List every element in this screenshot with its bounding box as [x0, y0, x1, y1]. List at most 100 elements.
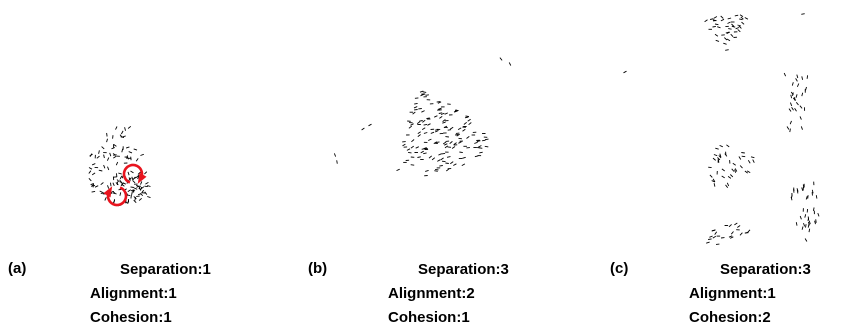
agent: [458, 141, 462, 144]
agent: [147, 196, 151, 199]
agent: [127, 171, 130, 176]
agent: [731, 168, 735, 172]
agent: [803, 222, 806, 227]
rotation-arrow-icon: [103, 186, 128, 207]
agent: [746, 170, 751, 173]
agent: [444, 143, 448, 146]
agent: [453, 142, 457, 145]
agent: [712, 235, 717, 239]
agent: [801, 76, 804, 80]
agent: [799, 215, 802, 220]
panel-a-alignment-label: Alignment:1: [90, 285, 177, 302]
agent: [435, 130, 439, 133]
agent: [131, 191, 133, 196]
agent: [121, 148, 124, 153]
agent: [717, 159, 720, 163]
agent: [474, 141, 478, 144]
agent: [127, 189, 132, 192]
agent: [484, 145, 489, 148]
agent: [130, 186, 134, 188]
agent: [726, 31, 731, 35]
agent: [806, 75, 809, 79]
agent: [112, 182, 115, 186]
agent: [438, 153, 442, 156]
agent: [737, 24, 742, 27]
agent: [455, 134, 459, 136]
agent: [145, 182, 149, 185]
agent: [728, 235, 733, 238]
agent: [730, 33, 734, 38]
agent: [804, 238, 808, 242]
agent: [727, 176, 732, 179]
agent: [416, 121, 421, 125]
agent: [435, 129, 439, 131]
agent: [423, 152, 427, 155]
agent: [732, 162, 736, 166]
agent: [752, 159, 755, 163]
agent: [137, 193, 142, 196]
agent: [741, 21, 745, 25]
agent: [419, 120, 423, 122]
agent: [461, 163, 466, 166]
agent: [440, 157, 444, 161]
agent: [714, 231, 718, 235]
agent: [109, 152, 112, 157]
agent: [436, 101, 441, 103]
agent: [422, 119, 426, 123]
agent: [718, 155, 722, 159]
agent: [100, 192, 105, 194]
agent: [122, 135, 126, 138]
agent: [735, 27, 740, 30]
agent: [122, 182, 127, 185]
agent: [442, 121, 446, 124]
panel-b-tag: (b): [308, 260, 328, 277]
agent: [135, 158, 139, 162]
agent: [131, 176, 134, 181]
agent: [425, 94, 429, 96]
agent: [712, 157, 716, 161]
agent: [454, 110, 458, 113]
agent: [725, 184, 729, 188]
agent: [449, 141, 453, 144]
agent: [801, 92, 804, 97]
agent: [449, 126, 454, 130]
agent: [111, 147, 115, 150]
agent: [113, 199, 116, 203]
panel-c-cohesion-label: Cohesion:2: [689, 309, 771, 326]
agent: [120, 136, 125, 138]
panel-c-simulation: [623, 13, 820, 245]
agent: [750, 156, 755, 159]
agent: [437, 101, 442, 104]
agent: [720, 15, 724, 19]
panel-b: (b) Separation:3 Alignment:2 Cohesion:1: [300, 0, 590, 332]
agent: [408, 125, 412, 129]
agent: [737, 29, 741, 33]
agent: [411, 139, 415, 143]
agent: [368, 123, 372, 127]
agent: [417, 134, 421, 137]
agent: [738, 25, 742, 29]
agent: [438, 107, 442, 110]
agent: [144, 191, 148, 195]
agent: [808, 220, 811, 225]
agent: [420, 150, 424, 154]
agent: [805, 196, 808, 200]
agent: [417, 156, 421, 158]
agent: [737, 225, 741, 228]
agent: [801, 13, 805, 15]
agent: [415, 146, 419, 149]
agent: [137, 171, 141, 175]
agent: [440, 112, 445, 115]
agent: [133, 176, 138, 180]
agent: [101, 146, 105, 150]
agent: [423, 123, 428, 126]
agent: [439, 165, 443, 167]
agent: [789, 102, 793, 107]
agent: [423, 132, 428, 134]
agent: [131, 189, 135, 192]
agent: [136, 174, 140, 178]
agent: [100, 182, 104, 186]
agent: [115, 161, 119, 166]
agent: [805, 224, 807, 228]
